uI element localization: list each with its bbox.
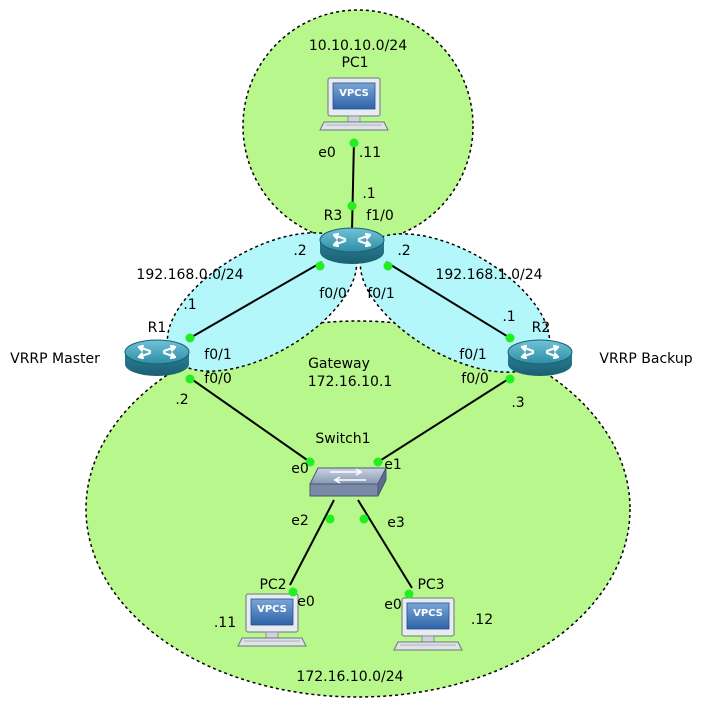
port-dot-pc2-e0 xyxy=(288,587,298,597)
lan-subnet-label: 172.16.10.0/24 xyxy=(296,669,403,685)
r3-f0-0-interface: f0/0 xyxy=(319,286,346,302)
r2-r3-subnet-label: 192.168.1.0/24 xyxy=(435,267,542,283)
port-dot-r3-f0-1 xyxy=(383,261,393,271)
r2-router-icon[interactable] xyxy=(506,338,574,378)
r2-f0-1-interface: f0/1 xyxy=(459,347,486,363)
port-dot-pc1-e0 xyxy=(349,138,359,148)
r2-f0-1-ip: .1 xyxy=(502,309,515,325)
switch-e0-interface: e0 xyxy=(291,461,309,477)
pc1-subnet-label: 10.10.10.0/24 xyxy=(309,38,407,54)
link-switch-pc2 xyxy=(289,499,335,586)
port-dots xyxy=(185,138,515,599)
port-dot-sw-e3 xyxy=(359,514,369,524)
r3-f0-1-interface: f0/1 xyxy=(367,286,394,302)
pc1-name: PC1 xyxy=(341,55,368,71)
r1-router-icon[interactable] xyxy=(123,338,191,378)
r1-r3-subnet-label: 192.168.0.0/24 xyxy=(136,267,243,283)
r3-f1-0-ip: .1 xyxy=(362,186,375,202)
pc3-icon[interactable] xyxy=(393,597,463,651)
gateway-ip: 172.16.10.1 xyxy=(308,374,393,390)
switch-e1-interface: e1 xyxy=(384,457,402,473)
port-dot-sw-e2 xyxy=(325,514,335,524)
pc1-screen-label: VPCS xyxy=(339,88,369,99)
port-dot-r2-f0-1 xyxy=(505,333,515,343)
switch1-name: Switch1 xyxy=(315,431,370,447)
pc2-icon[interactable] xyxy=(237,593,307,647)
port-dot-pc3-e0 xyxy=(404,589,414,599)
pc1-icon[interactable] xyxy=(319,77,389,131)
pc2-name: PC2 xyxy=(259,577,286,593)
port-dot-r2-f0-0 xyxy=(505,374,515,384)
link-r2-switch xyxy=(377,377,511,463)
port-dot-r3-f1-0 xyxy=(347,201,357,211)
r2-f0-0-interface: f0/0 xyxy=(461,371,488,387)
r1-f0-1-interface: f0/1 xyxy=(204,347,231,363)
r1-f0-1-ip: .1 xyxy=(183,297,196,313)
r2-role: VRRP Backup xyxy=(599,351,692,367)
pc1-interface: e0 xyxy=(318,145,336,161)
port-dot-r1-f0-1 xyxy=(185,333,195,343)
r1-role: VRRP Master xyxy=(10,351,100,367)
link-pc1-r3 xyxy=(351,139,355,231)
pc2-interface: e0 xyxy=(297,594,315,610)
port-dot-sw-e0 xyxy=(305,457,315,467)
r3-f1-0-interface: f1/0 xyxy=(366,208,393,224)
pc3-ip: .12 xyxy=(471,612,493,628)
r3-f0-0-ip: .2 xyxy=(293,243,306,259)
pc3-screen-label: VPCS xyxy=(413,608,443,619)
link-switch-pc3 xyxy=(357,499,413,589)
link-r3-r2 xyxy=(385,261,511,339)
switch-e3-interface: e3 xyxy=(387,515,405,531)
r2-name: R2 xyxy=(532,320,551,336)
r1-f0-0-ip: .2 xyxy=(175,392,188,408)
pc3-name: PC3 xyxy=(417,577,444,593)
r3-router-icon[interactable] xyxy=(318,226,386,266)
lan-subnet-zone xyxy=(85,320,631,698)
port-dot-sw-e1 xyxy=(373,457,383,467)
gateway-title: Gateway xyxy=(308,356,370,372)
switch-e2-interface: e2 xyxy=(291,513,309,529)
r1-name: R1 xyxy=(148,320,167,336)
pc2-ip: .11 xyxy=(214,615,236,631)
port-dot-r3-f0-0 xyxy=(315,261,325,271)
link-r3-r1 xyxy=(189,261,323,339)
pc2-screen-label: VPCS xyxy=(257,604,287,615)
port-dot-r1-f0-0 xyxy=(185,374,195,384)
r1-f0-0-interface: f0/0 xyxy=(204,371,231,387)
pc3-interface: e0 xyxy=(384,597,402,613)
pc1-ip: .11 xyxy=(359,145,381,161)
switch1-icon[interactable] xyxy=(309,467,387,497)
r3-name: R3 xyxy=(324,208,343,224)
r3-f0-1-ip: .2 xyxy=(397,243,410,259)
r2-f0-0-ip: .3 xyxy=(511,395,524,411)
link-r1-switch xyxy=(189,377,311,463)
